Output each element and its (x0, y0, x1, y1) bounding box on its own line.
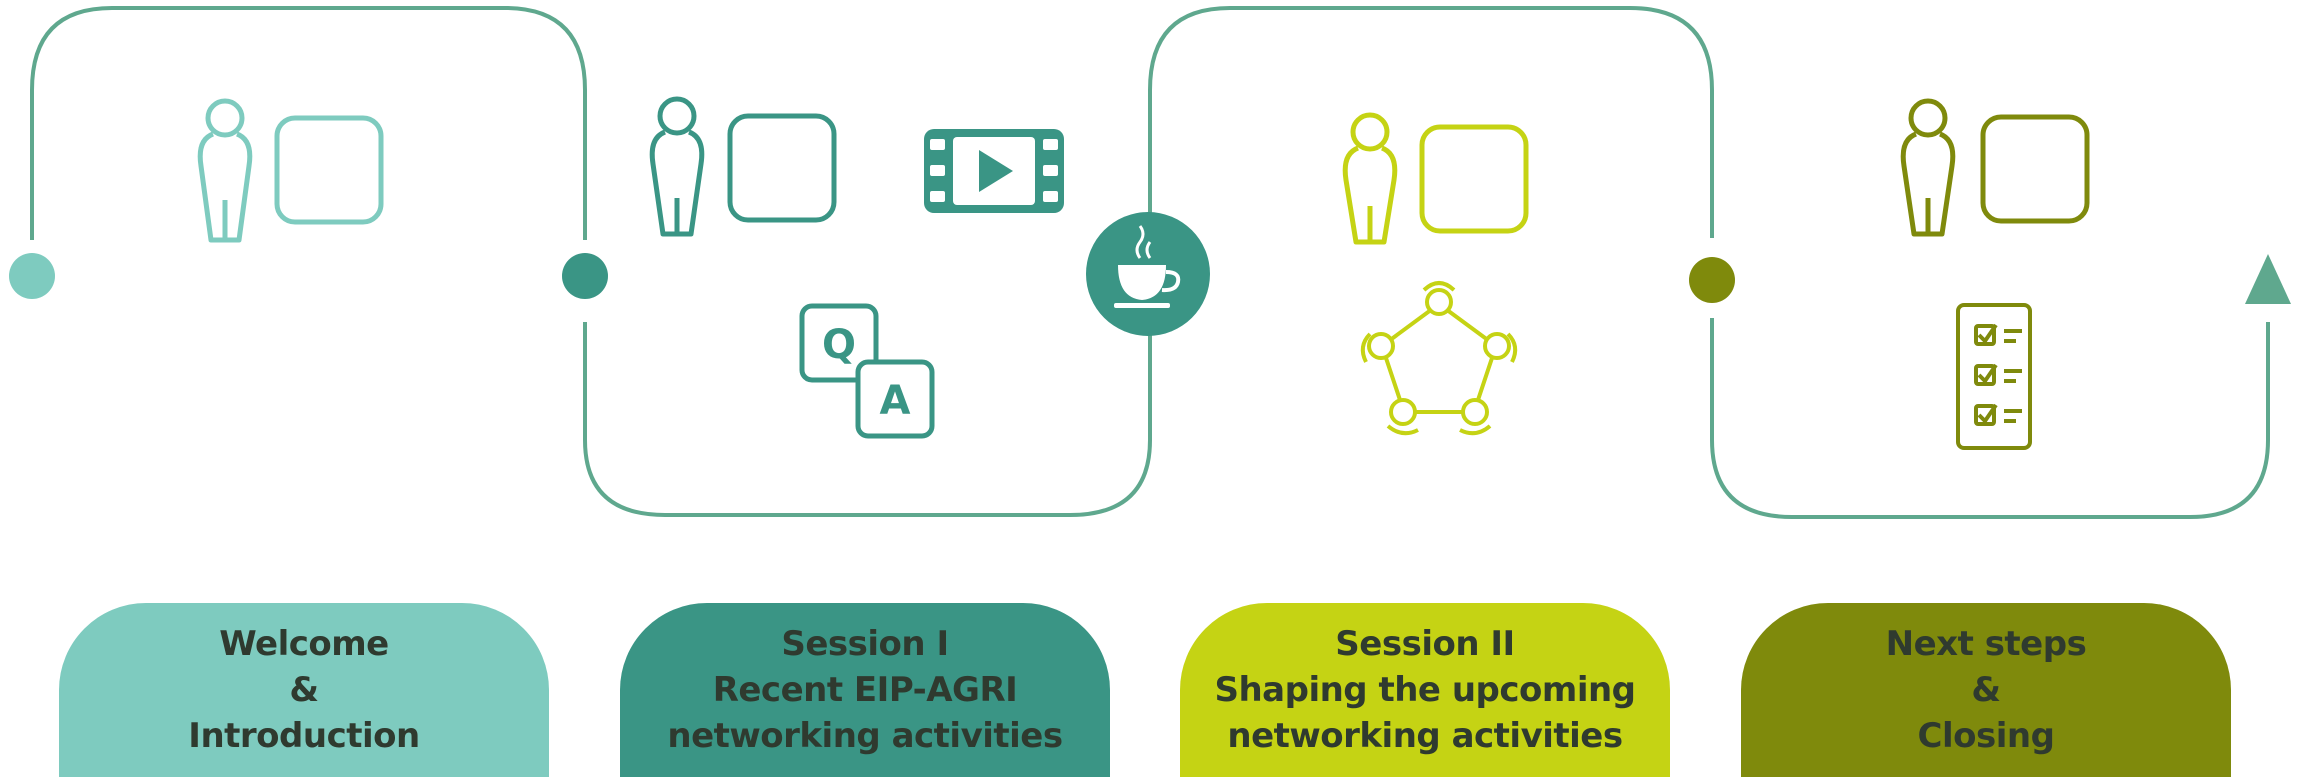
timeline-node-session1 (562, 253, 608, 299)
video-film-icon (924, 129, 1064, 213)
arrow-up-triangle-icon (2245, 254, 2291, 304)
timeline-node-start (9, 253, 55, 299)
step-label-next-steps: Next steps & Closing (1741, 603, 2231, 777)
speaker-at-podium-icon (1342, 112, 1529, 245)
pill-line: Introduction (188, 716, 420, 756)
speaker-at-podium-icon (649, 96, 837, 237)
a-letter: A (880, 378, 911, 424)
timeline-path (30, 6, 2270, 519)
speaker-at-podium-icon (1900, 98, 2090, 237)
pill-line: Welcome (219, 624, 389, 664)
pill-line: Session I (781, 624, 949, 664)
q-and-a-icon: Q A (799, 303, 935, 439)
pill-line: & (1971, 670, 2001, 710)
step-label-session-1: Session I Recent EIP-AGRI networking act… (620, 603, 1110, 777)
q-letter: Q (822, 322, 856, 368)
speaker-at-podium-icon (197, 98, 384, 243)
step-label-session-2: Session II Shaping the upcoming networki… (1180, 603, 1670, 777)
pill-line: networking activities (667, 716, 1063, 756)
pill-line: & (289, 670, 319, 710)
pill-line: Next steps (1885, 624, 2087, 664)
pill-line: Recent EIP-AGRI (712, 670, 1018, 710)
pill-line: Shaping the upcoming (1214, 670, 1636, 710)
step-label-welcome: Welcome & Introduction (59, 603, 549, 777)
group-discussion-icon (1360, 281, 1518, 436)
pill-line: Session II (1335, 624, 1515, 664)
checklist-icon (1956, 303, 2032, 450)
coffee-cup-icon (1086, 212, 1210, 336)
pill-line: networking activities (1227, 716, 1623, 756)
pill-line: Closing (1917, 716, 2055, 756)
timeline-node-next-steps (1689, 257, 1735, 303)
